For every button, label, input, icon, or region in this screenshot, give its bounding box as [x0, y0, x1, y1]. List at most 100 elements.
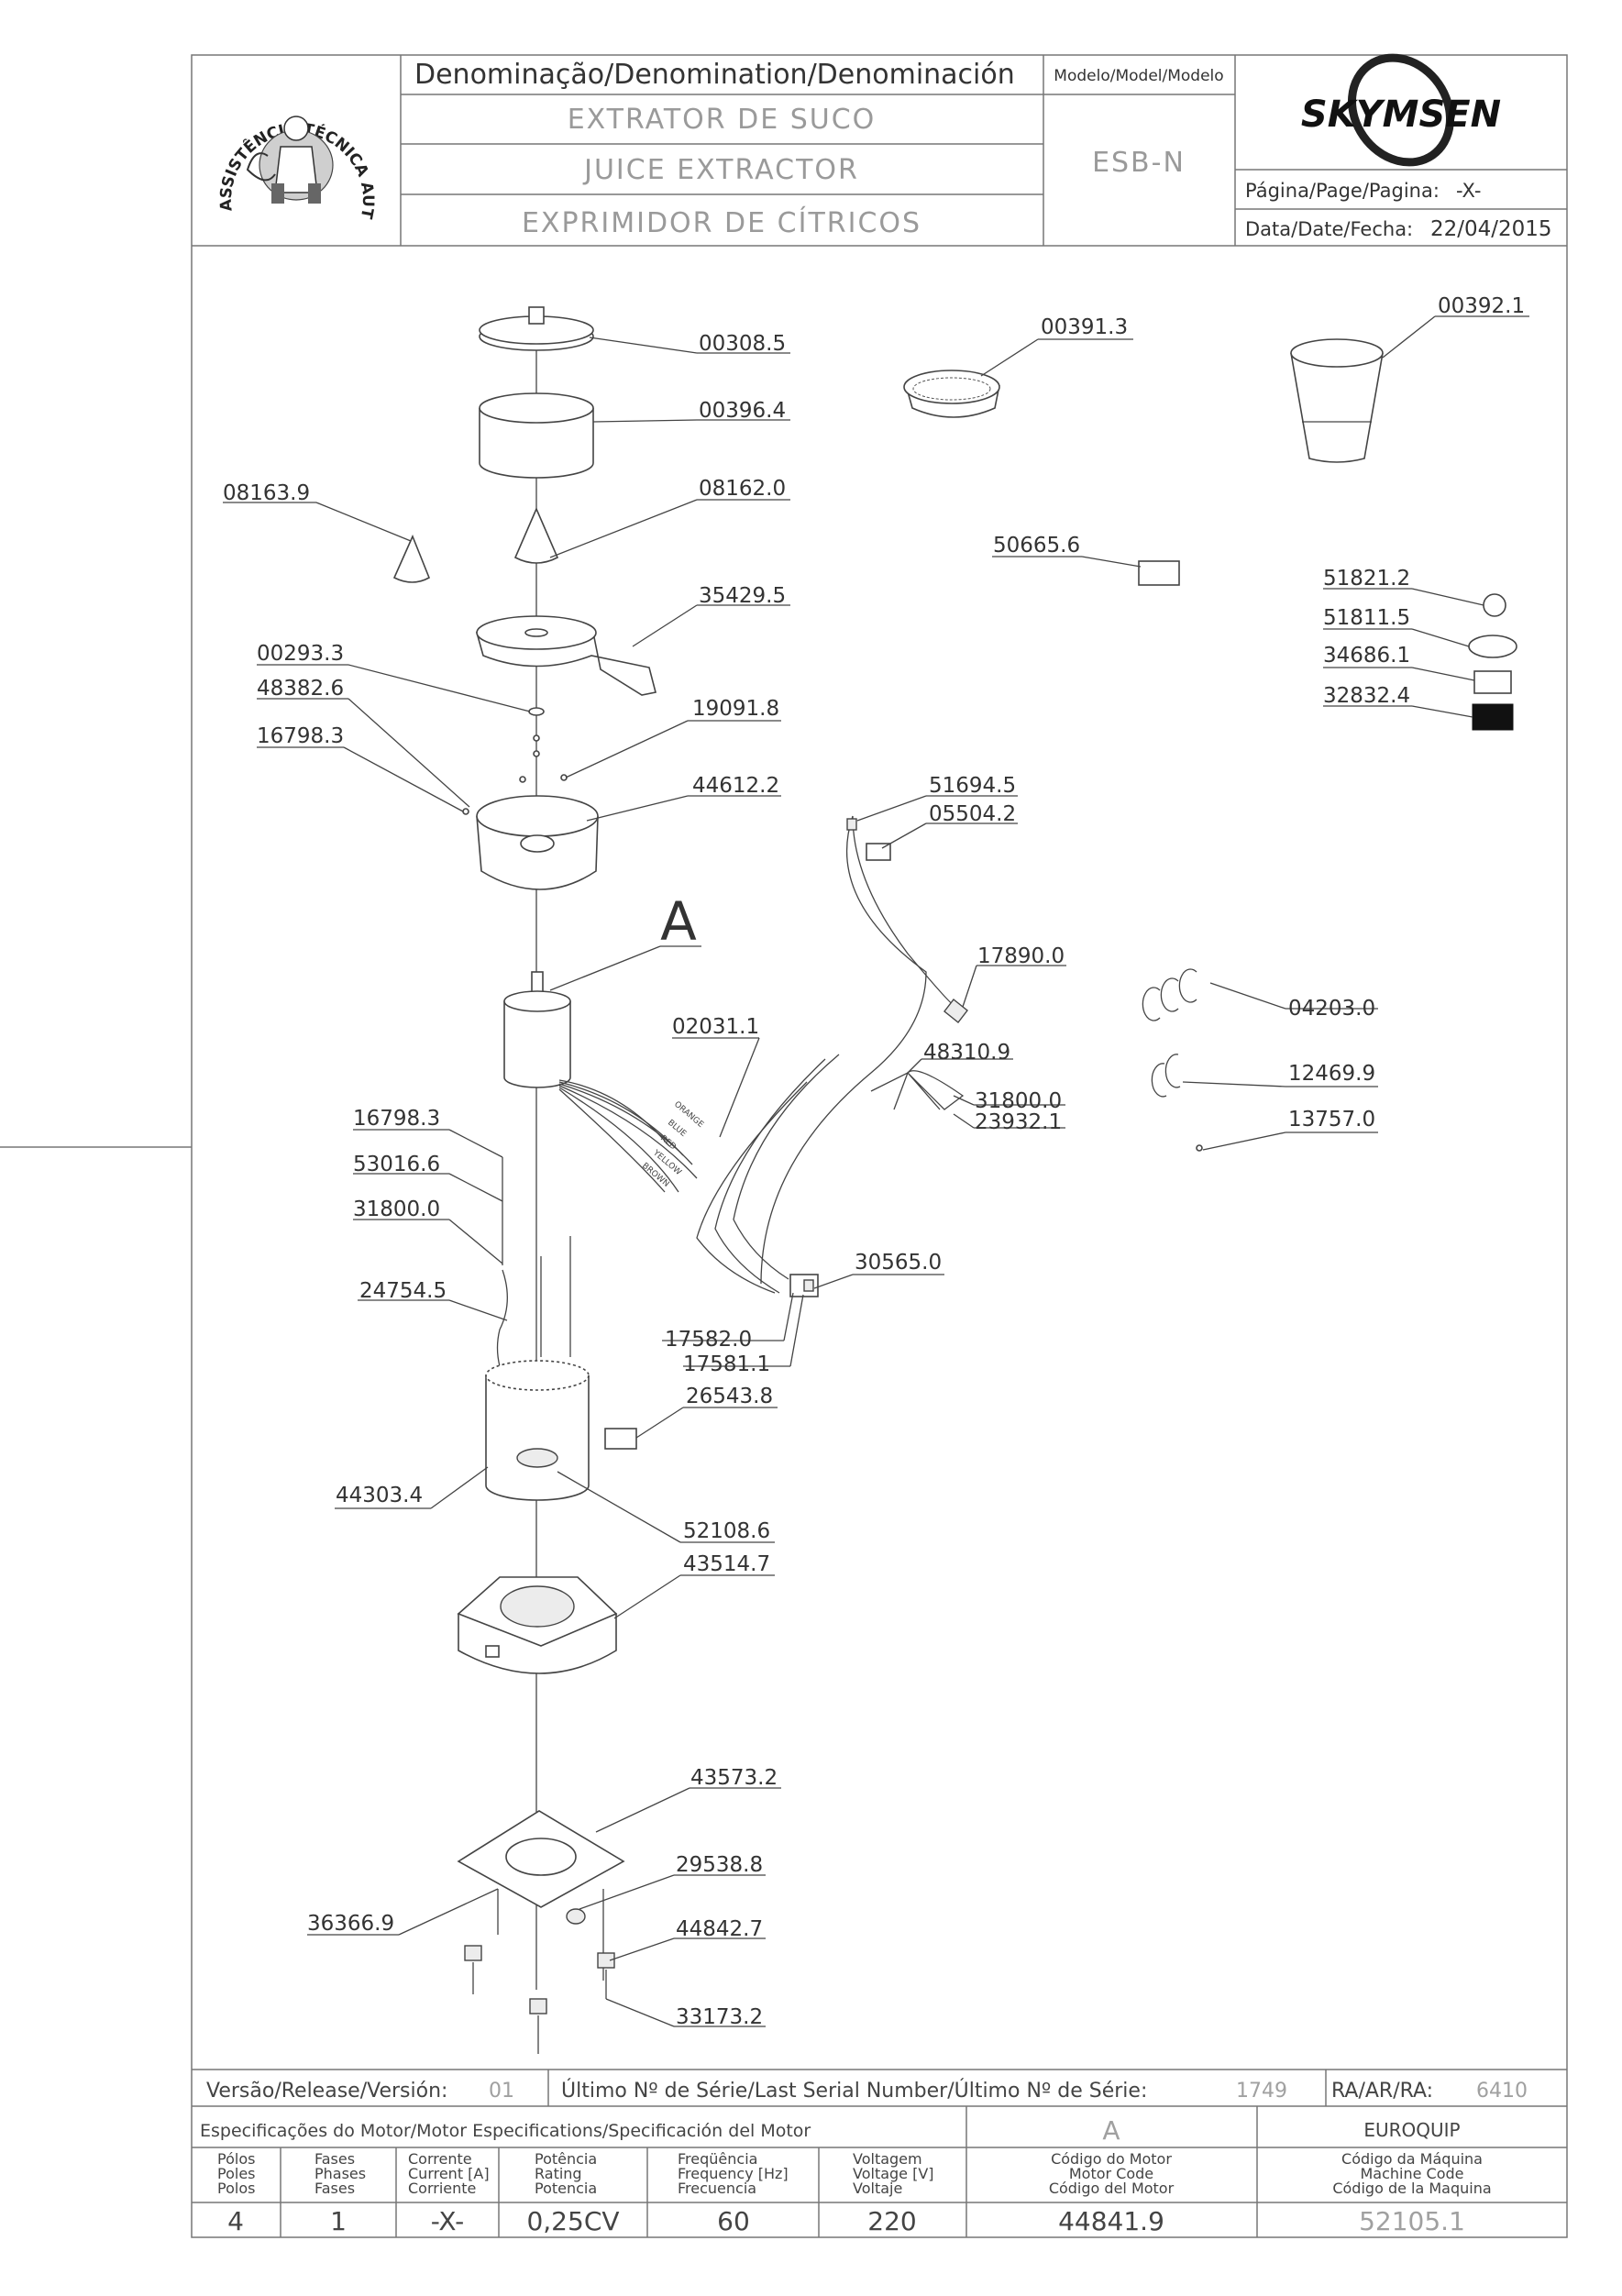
- svg-text:4: 4: [227, 2206, 244, 2236]
- part-label: 12469.9: [1288, 1062, 1375, 1086]
- date-value: 22/04/2015: [1430, 217, 1552, 241]
- svg-text:Código do Motor: Código do Motor: [1051, 2150, 1172, 2168]
- svg-text:52105.1: 52105.1: [1359, 2206, 1465, 2236]
- date-label: Data/Date/Fecha:: [1245, 218, 1413, 240]
- spec-column-rating: Potência Rating Potencia 0,25CV: [526, 2150, 619, 2236]
- part-label: 00308.5: [699, 332, 786, 356]
- part-label: 05504.2: [929, 802, 1016, 826]
- title-block: ASSISTÊNCIA TÉCNICA AUTORIZADA Denominaç…: [0, 0, 1567, 247]
- product-name-es: EXPRIMIDOR DE CÍTRICOS: [522, 206, 921, 239]
- spec-column-motor-code: Código do Motor Motor Code Código del Mo…: [1049, 2150, 1175, 2236]
- spec-column-poles: Pólos Poles Polos 4: [217, 2150, 256, 2236]
- motor-spec-value: A: [1102, 2115, 1120, 2146]
- spec-column-phases: Fases Phases Fases 1: [314, 2150, 366, 2236]
- release-label: Versão/Release/Versión:: [206, 2080, 447, 2103]
- motor-maker: EUROQUIP: [1363, 2119, 1460, 2141]
- spring-part: [496, 1269, 508, 1367]
- part-label: 53016.6: [353, 1153, 440, 1176]
- svg-text:Current [A]: Current [A]: [408, 2165, 490, 2182]
- exploded-view: A: [223, 294, 1529, 2054]
- motor-spec-label: Especificações do Motor/Motor Especifica…: [200, 2121, 811, 2141]
- svg-text:A: A: [660, 890, 697, 953]
- svg-text:220: 220: [867, 2206, 916, 2236]
- part-label: 44612.2: [692, 774, 779, 798]
- part-label: 08162.0: [699, 477, 786, 501]
- part-label: 36366.9: [307, 1912, 394, 1936]
- svg-text:Polos: Polos: [217, 2180, 255, 2197]
- motor-part: [503, 971, 698, 1193]
- release-value: 01: [489, 2080, 514, 2103]
- ra-label: RA/AR/RA:: [1331, 2080, 1433, 2103]
- part-label: 00391.3: [1041, 315, 1128, 339]
- part-label: 32832.4: [1323, 684, 1410, 708]
- authorized-service-seal: ASSISTÊNCIA TÉCNICA AUTORIZADA: [0, 0, 377, 221]
- part-label: 33173.2: [676, 2005, 763, 2029]
- svg-text:Voltagem: Voltagem: [853, 2150, 922, 2168]
- part-label: 51811.5: [1323, 606, 1410, 630]
- part-label: 34686.1: [1323, 644, 1410, 668]
- spec-table: Versão/Release/Versión: 01 Último Nº de …: [192, 2069, 1567, 2237]
- svg-text:Voltaje: Voltaje: [853, 2180, 902, 2197]
- part-label: 26543.8: [686, 1385, 773, 1408]
- page-label: Página/Page/Pagina:: [1245, 180, 1440, 202]
- svg-text:RED: RED: [658, 1134, 678, 1153]
- label-part: [604, 1428, 637, 1450]
- sticker-51811: [1468, 635, 1517, 658]
- spec-column-frequency: Freqüência Frequency [Hz] Frecuencia 60: [678, 2150, 789, 2236]
- power-cable-part: [852, 815, 959, 1010]
- motor-cover-part: [476, 795, 599, 890]
- svg-text:Código da Máquina: Código da Máquina: [1341, 2150, 1483, 2168]
- part-label: 13757.0: [1288, 1108, 1375, 1131]
- part-label: 35429.5: [699, 584, 786, 608]
- svg-text:Fases: Fases: [314, 2150, 355, 2168]
- svg-text:Corrente: Corrente: [408, 2150, 472, 2168]
- part-label: 24754.5: [359, 1279, 447, 1303]
- svg-text:Machine Code: Machine Code: [1360, 2165, 1463, 2182]
- part-label: 52108.6: [683, 1519, 770, 1543]
- part-label: 00392.1: [1438, 294, 1525, 318]
- part-label: 48382.6: [257, 677, 344, 701]
- part-label: 02031.1: [672, 1015, 759, 1039]
- svg-text:Código del Motor: Código del Motor: [1049, 2180, 1175, 2197]
- brand-logo: SKYMSEN: [1301, 53, 1501, 167]
- svg-text:Potência: Potência: [535, 2150, 597, 2168]
- bowl-part: [475, 615, 657, 696]
- spec-column-machine-code: Código da Máquina Machine Code Código de…: [1332, 2150, 1491, 2236]
- part-label: 43573.2: [690, 1766, 778, 1790]
- model-heading: Modelo/Model/Modelo: [1054, 67, 1223, 85]
- part-label: 43514.7: [683, 1552, 770, 1576]
- svg-text:Phases: Phases: [314, 2165, 366, 2182]
- wire-bundle-part: [870, 1070, 965, 1110]
- product-name-en: JUICE EXTRACTOR: [582, 154, 859, 186]
- svg-text:Código de la Maquina: Código de la Maquina: [1332, 2180, 1491, 2197]
- part-label: 51821.2: [1323, 567, 1410, 591]
- part-label: 31800.0: [975, 1089, 1062, 1113]
- svg-text:SKYMSEN: SKYMSEN: [1301, 94, 1501, 136]
- product-name-pt: EXTRATOR DE SUCO: [568, 104, 877, 136]
- serial-value: 1749: [1236, 2080, 1287, 2103]
- part-label: 17582.0: [665, 1328, 752, 1352]
- svg-text:Corriente: Corriente: [408, 2180, 476, 2197]
- sticker-50665: [1138, 560, 1180, 586]
- denomination-heading: Denominação/Denomination/Denominación: [414, 59, 1015, 91]
- svg-text:Frecuencia: Frecuencia: [678, 2180, 756, 2197]
- svg-text:44841.9: 44841.9: [1058, 2206, 1164, 2236]
- part-label: 16798.3: [353, 1107, 440, 1131]
- svg-text:BLUE: BLUE: [666, 1119, 688, 1140]
- serial-label: Último Nº de Série/Last Serial Number/Úl…: [561, 2079, 1147, 2103]
- part-label: 29538.8: [676, 1853, 763, 1877]
- svg-text:Freqüência: Freqüência: [678, 2150, 757, 2168]
- part-label: 04203.0: [1288, 997, 1375, 1021]
- sticker-34686: [1473, 670, 1512, 694]
- part-label: 51694.5: [929, 774, 1016, 798]
- svg-text:Poles: Poles: [217, 2165, 256, 2182]
- svg-text:Potencia: Potencia: [535, 2180, 597, 2197]
- model-value: ESB-N: [1092, 147, 1186, 179]
- spec-column-voltage: Voltagem Voltage [V] Voltaje 220: [853, 2150, 934, 2236]
- svg-text:Pólos: Pólos: [217, 2150, 255, 2168]
- part-label: 30565.0: [855, 1251, 942, 1275]
- svg-text:Fases: Fases: [314, 2180, 355, 2197]
- filter-basket-part: [903, 370, 1000, 418]
- reamer-large-part: [513, 506, 559, 564]
